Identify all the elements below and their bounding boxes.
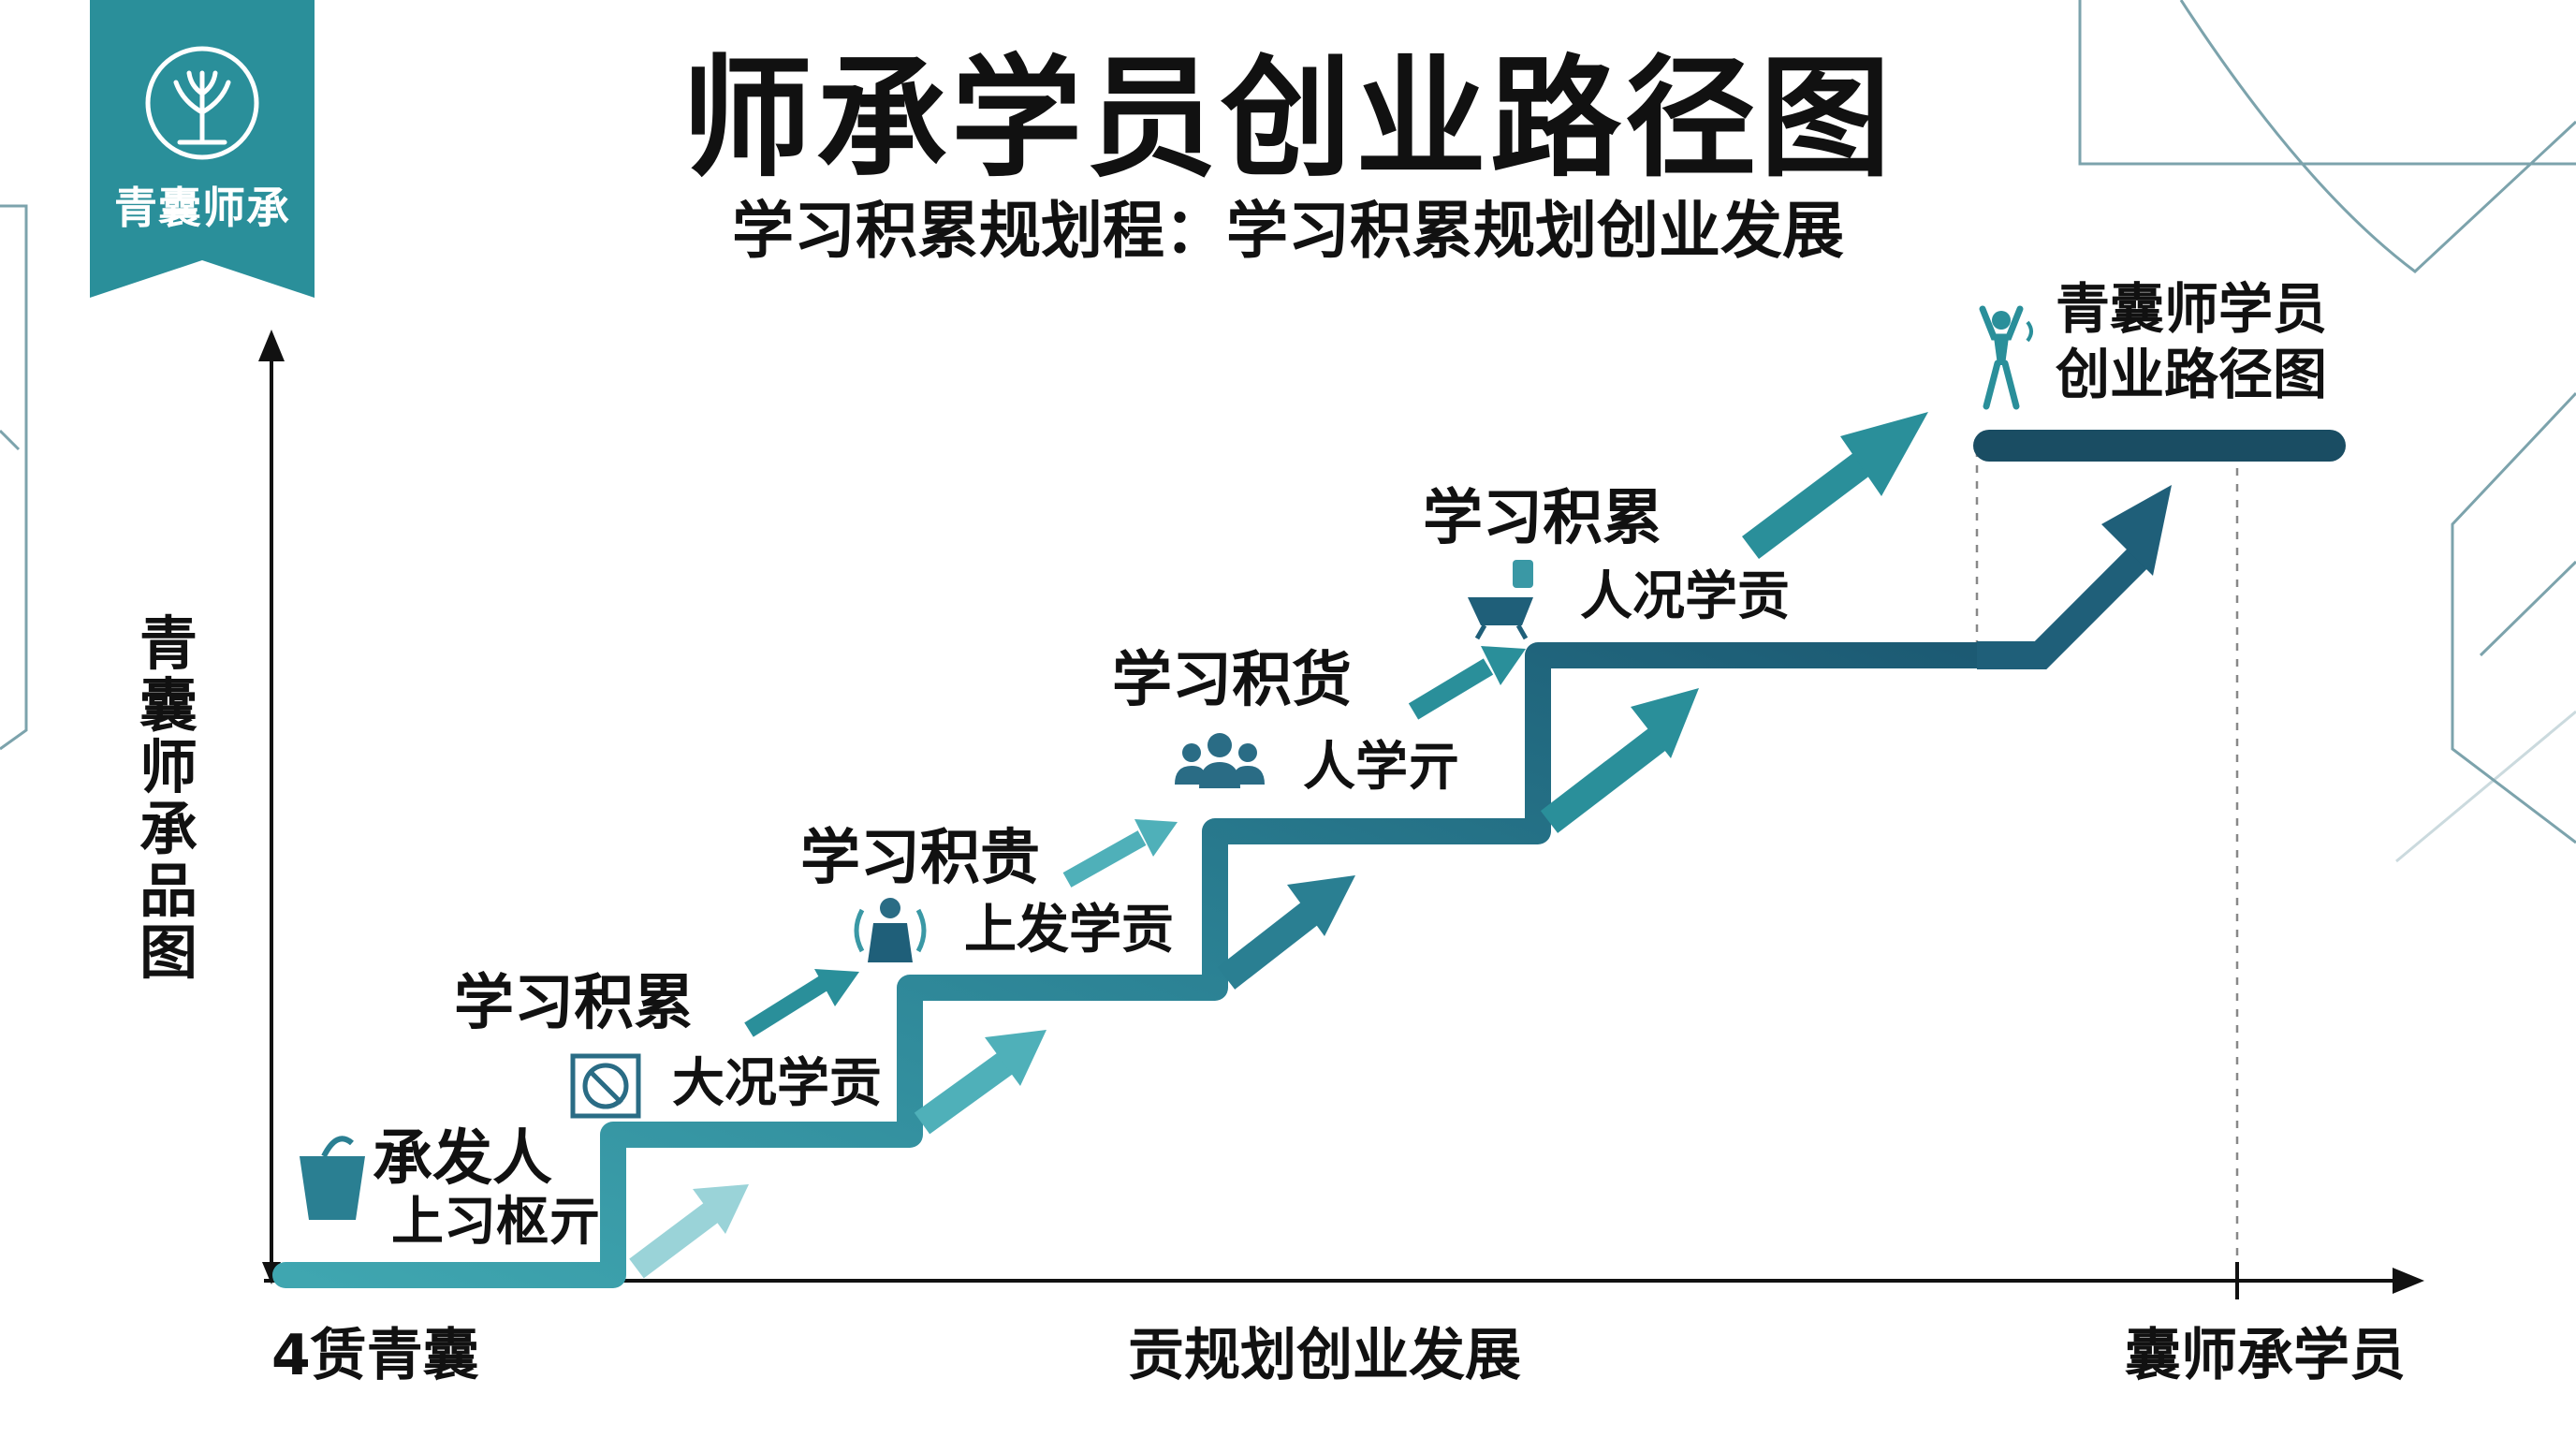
arrow-small-b	[1062, 819, 1178, 888]
step-2-subtitle: 大况学贡	[672, 1053, 882, 1114]
desk-chair-icon	[1468, 560, 1533, 640]
axes	[258, 330, 2424, 1299]
step-5-subtitle: 人况学贡	[1580, 566, 1790, 627]
arrow-2	[914, 1030, 1046, 1135]
step-3-title: 学习积贵	[800, 824, 1040, 893]
tree-icon	[173, 70, 231, 145]
group-icon	[1175, 733, 1265, 788]
goal-line-2: 创业路径图	[2056, 343, 2328, 406]
page-title: 师承学员创业路径图	[681, 43, 1895, 196]
step-3-subtitle: 上发学贡	[964, 900, 1174, 961]
page-subtitle: 学习积累规划程：学习积累规划创业发展	[732, 195, 1844, 267]
x-axis-middle-label: 贡规划创业发展	[1128, 1323, 1521, 1388]
x-axis-start-label: 4赁青囊	[271, 1323, 479, 1388]
goal-bar	[1973, 430, 2346, 462]
step-4-title: 学习积货	[1112, 646, 1352, 715]
step-1-title: 承发人	[373, 1124, 552, 1194]
arrow-small-a	[744, 969, 859, 1037]
arrow-6	[1742, 412, 1928, 559]
arrow-5	[1540, 688, 1699, 833]
celebrating-person-icon	[1979, 305, 2033, 410]
step-4-subtitle: 人学亓	[1303, 737, 1460, 798]
person-signal-icon	[854, 898, 927, 962]
x-axis-end-label: 囊师承学员	[2125, 1323, 2406, 1388]
step-1-subtitle: 上习枢亓	[391, 1192, 601, 1253]
brand-name: 青囊师承	[114, 183, 290, 233]
step-arrows	[629, 412, 2172, 1279]
goal-line-1: 青囊师学员	[2056, 277, 2328, 341]
decorative-lines	[0, 0, 2576, 863]
step-2-title: 学习积累	[454, 969, 694, 1038]
arrow-small-c	[1408, 646, 1526, 720]
arrow-4	[1217, 875, 1355, 990]
step-5-title: 学习积累	[1423, 484, 1662, 553]
arrow-7	[1977, 485, 2172, 669]
arrow-1	[629, 1184, 749, 1279]
no-entry-icon	[570, 1053, 641, 1119]
y-axis-label: 青囊师承品图	[139, 609, 198, 987]
staircase-path	[272, 642, 1990, 1288]
logo-badge	[90, 0, 315, 298]
bucket-icon	[300, 1136, 365, 1220]
